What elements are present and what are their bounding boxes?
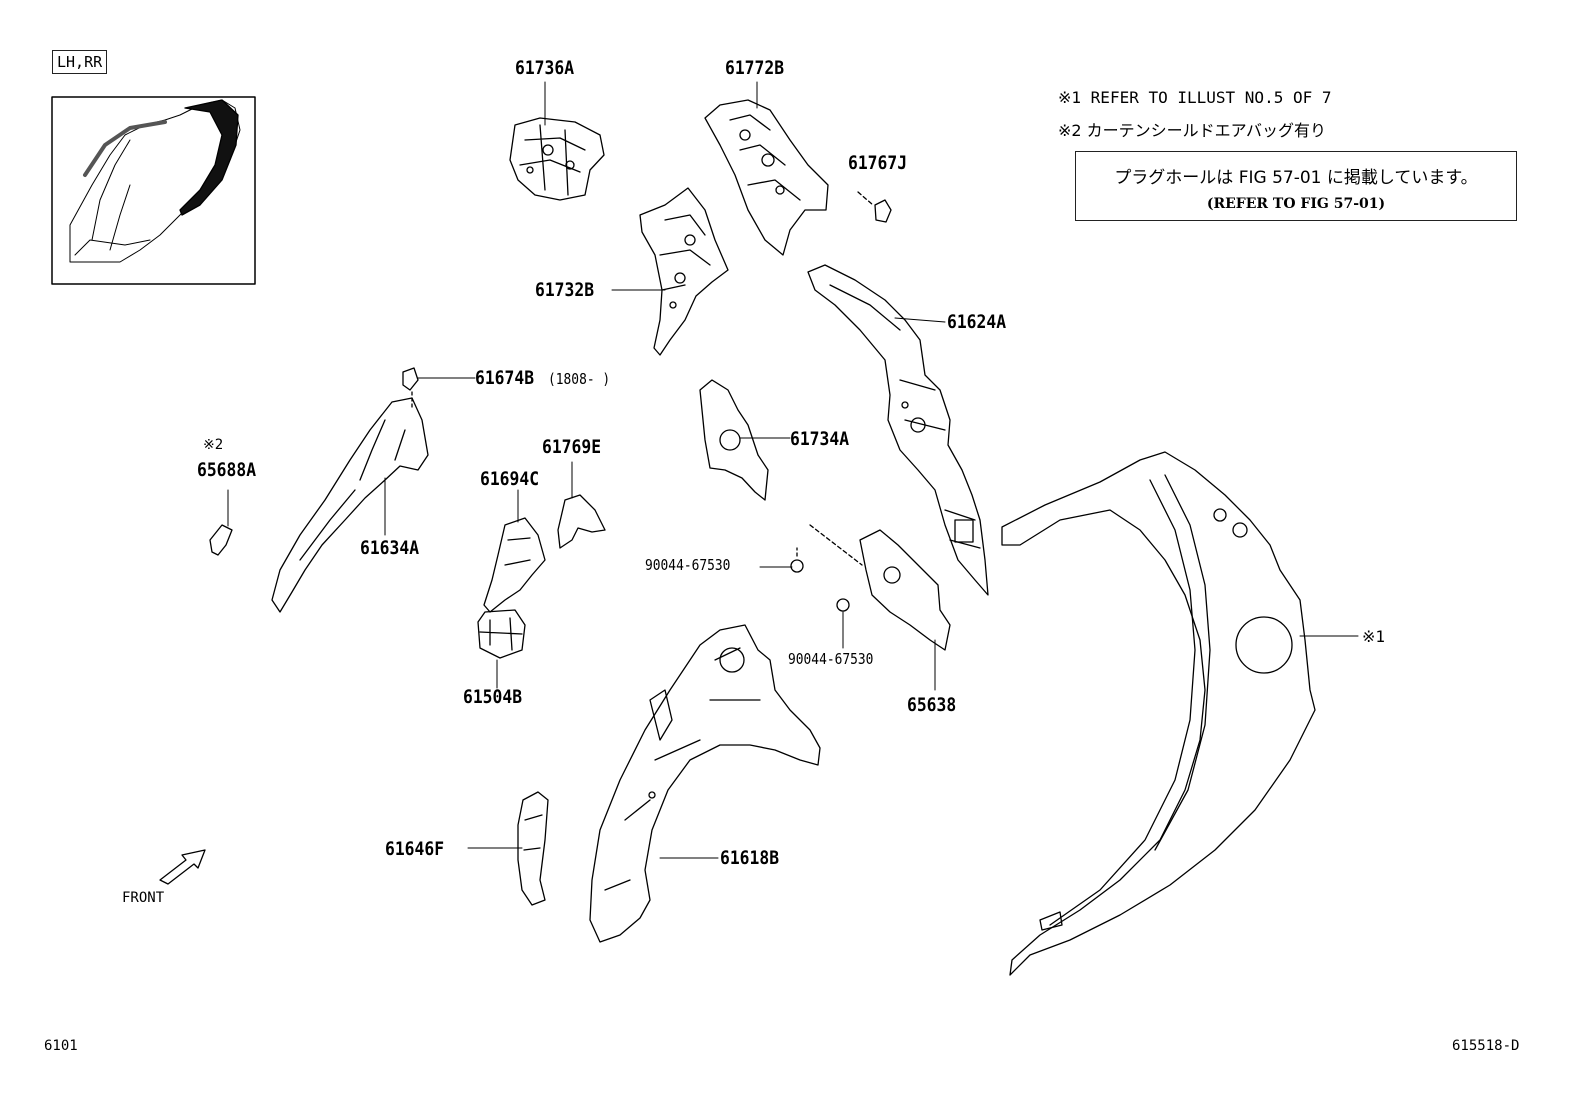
part-61634A-shape [271, 397, 429, 613]
part-label-61646F[interactable]: 61646F [385, 838, 445, 860]
part-label-61504B[interactable]: 61504B [463, 686, 523, 708]
bolt-90044-b [836, 598, 850, 612]
part-label-90044-b[interactable]: 90044-67530 [788, 650, 874, 668]
part-label-65688A[interactable]: 65688A [197, 459, 257, 481]
part-label-61694C[interactable]: 61694C [480, 468, 540, 490]
part-61694C-shape [483, 517, 546, 613]
footer-right-code: 615518-D [1452, 1038, 1520, 1054]
part-65688A-note-mark: ※2 [203, 437, 224, 453]
part-label-61736A[interactable]: 61736A [515, 57, 575, 79]
part-label-61624A[interactable]: 61624A [947, 311, 1007, 333]
part-label-90044-a[interactable]: 90044-67530 [645, 556, 731, 574]
part-label-65638[interactable]: 65638 [907, 694, 957, 716]
note-1: ※1 REFER TO ILLUST NO.5 OF 7 [1058, 88, 1332, 107]
part-label-61734A[interactable]: 61734A [790, 428, 850, 450]
part-61736A-shape [509, 117, 605, 201]
part-61674B-shape [402, 367, 419, 411]
part-label-61634A[interactable]: 61634A [360, 537, 420, 559]
part-61646F-shape [517, 791, 549, 906]
locator-inset [51, 96, 256, 285]
front-arrow-icon [159, 849, 206, 885]
part-quarter-panel-shape [1001, 451, 1316, 976]
part-61618B-shape [589, 624, 821, 943]
bolt-90044-a [790, 547, 804, 573]
ref-1-mark: ※1 [1362, 627, 1386, 646]
note-2: ※2 カーテンシールドエアバッグ有り [1058, 121, 1327, 140]
part-65638-shape [809, 524, 951, 651]
variant-tag: LH,RR [52, 50, 108, 74]
part-61772B-shape [704, 99, 829, 256]
reference-note-line1: プラグホールは FIG 57-01 に掲載しています。 [1114, 168, 1478, 188]
part-61769E-shape [557, 494, 606, 549]
part-label-61732B[interactable]: 61732B [535, 279, 595, 301]
part-label-61767J[interactable]: 61767J [848, 152, 908, 174]
part-65688A-shape [209, 524, 233, 556]
part-label-61674B[interactable]: 61674B [475, 367, 535, 389]
leader-lines [227, 81, 1359, 859]
part-label-61618B[interactable]: 61618B [720, 847, 780, 869]
part-61734A-shape [699, 379, 769, 501]
part-label-61769E[interactable]: 61769E [542, 436, 602, 458]
reference-note-line2: (REFER TO FIG 57-01) [1206, 196, 1386, 212]
part-61732B-shape [639, 187, 729, 356]
part-61624A-shape [807, 264, 989, 596]
part-label-61772B[interactable]: 61772B [725, 57, 785, 79]
part-61674B-date-range: (1808- ) [548, 370, 611, 388]
part-61767J-shape [857, 191, 892, 223]
footer-left-code: 6101 [44, 1038, 78, 1054]
front-direction-label: FRONT [122, 890, 165, 906]
part-61504B-shape [477, 609, 526, 659]
reference-note-box: プラグホールは FIG 57-01 に掲載しています。 (REFER TO FI… [1075, 151, 1517, 221]
